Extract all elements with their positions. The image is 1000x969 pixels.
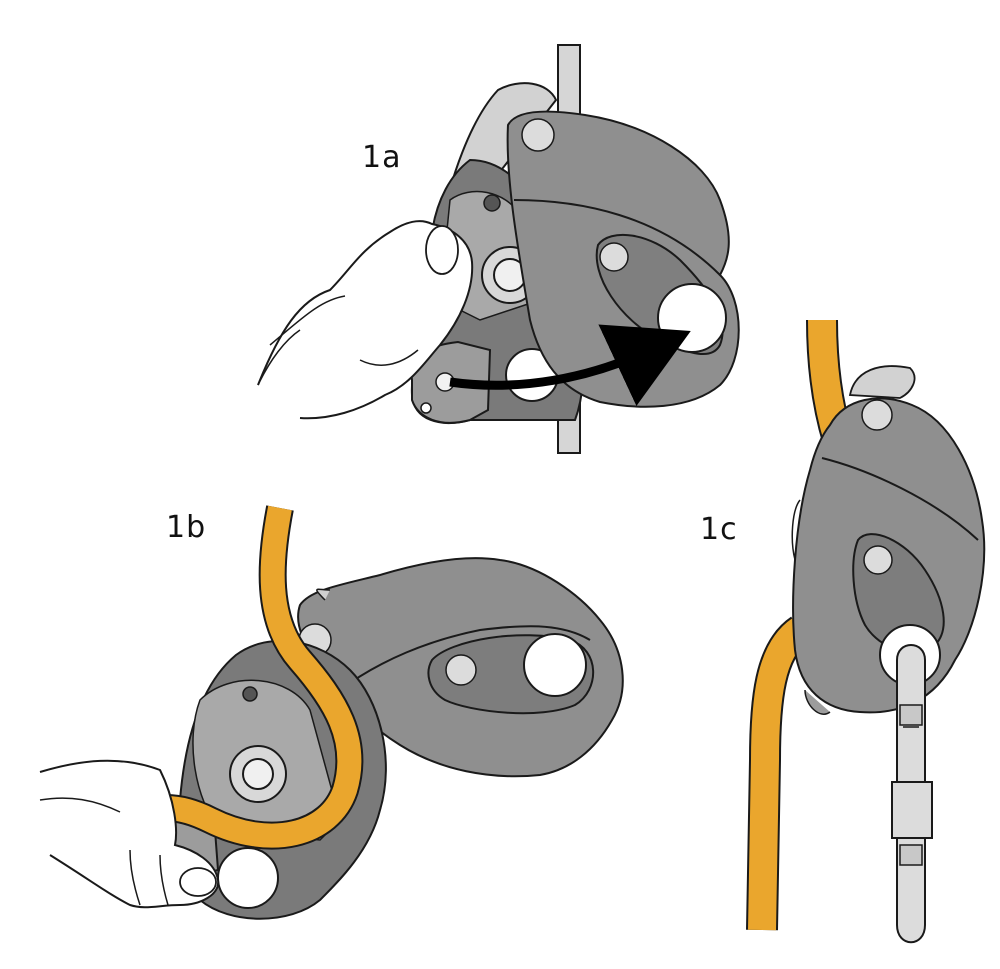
step-1a-cover-hole xyxy=(657,283,727,353)
step-1b-illustration xyxy=(39,505,624,920)
step-1b-lower-hole xyxy=(217,847,279,909)
step-1b-cover-hole xyxy=(523,633,587,697)
carabiner-icon xyxy=(879,624,941,944)
step-label-1c: 1c xyxy=(700,512,738,547)
step-label-1a: 1a xyxy=(362,140,402,175)
step-1a-hand-icon xyxy=(257,220,474,420)
curved-arrow-icon xyxy=(449,324,691,406)
step-1b-hand-icon xyxy=(39,759,220,909)
step-1a-illustration xyxy=(257,44,740,454)
step-label-1b: 1b xyxy=(166,510,207,545)
step-1c-illustration xyxy=(746,319,986,944)
